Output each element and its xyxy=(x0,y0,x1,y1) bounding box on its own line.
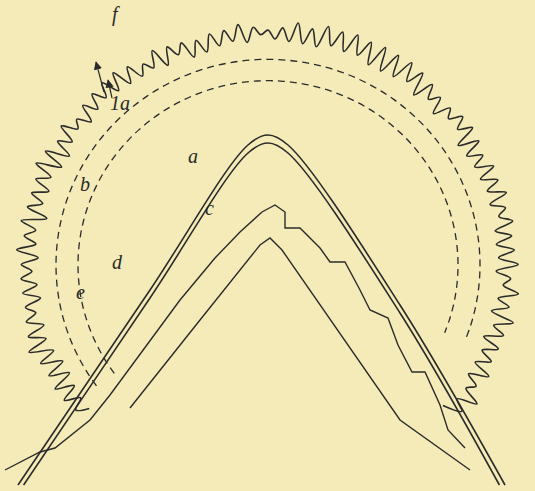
double-line xyxy=(18,135,505,485)
dashed-arc xyxy=(56,59,480,386)
double-line xyxy=(24,143,500,485)
arrow xyxy=(96,62,104,92)
letter-label: a xyxy=(188,146,198,166)
inner-line xyxy=(130,238,470,470)
letter-label: c xyxy=(205,198,214,218)
jagged-line xyxy=(5,205,465,470)
letter-label: e xyxy=(76,282,85,302)
letter-label: b xyxy=(80,174,90,194)
letter-label: d xyxy=(112,252,122,272)
wavy-border xyxy=(17,23,519,411)
letter-label: f xyxy=(112,4,118,24)
dashed-arc xyxy=(78,81,458,374)
letter-label: 1a xyxy=(110,93,130,113)
